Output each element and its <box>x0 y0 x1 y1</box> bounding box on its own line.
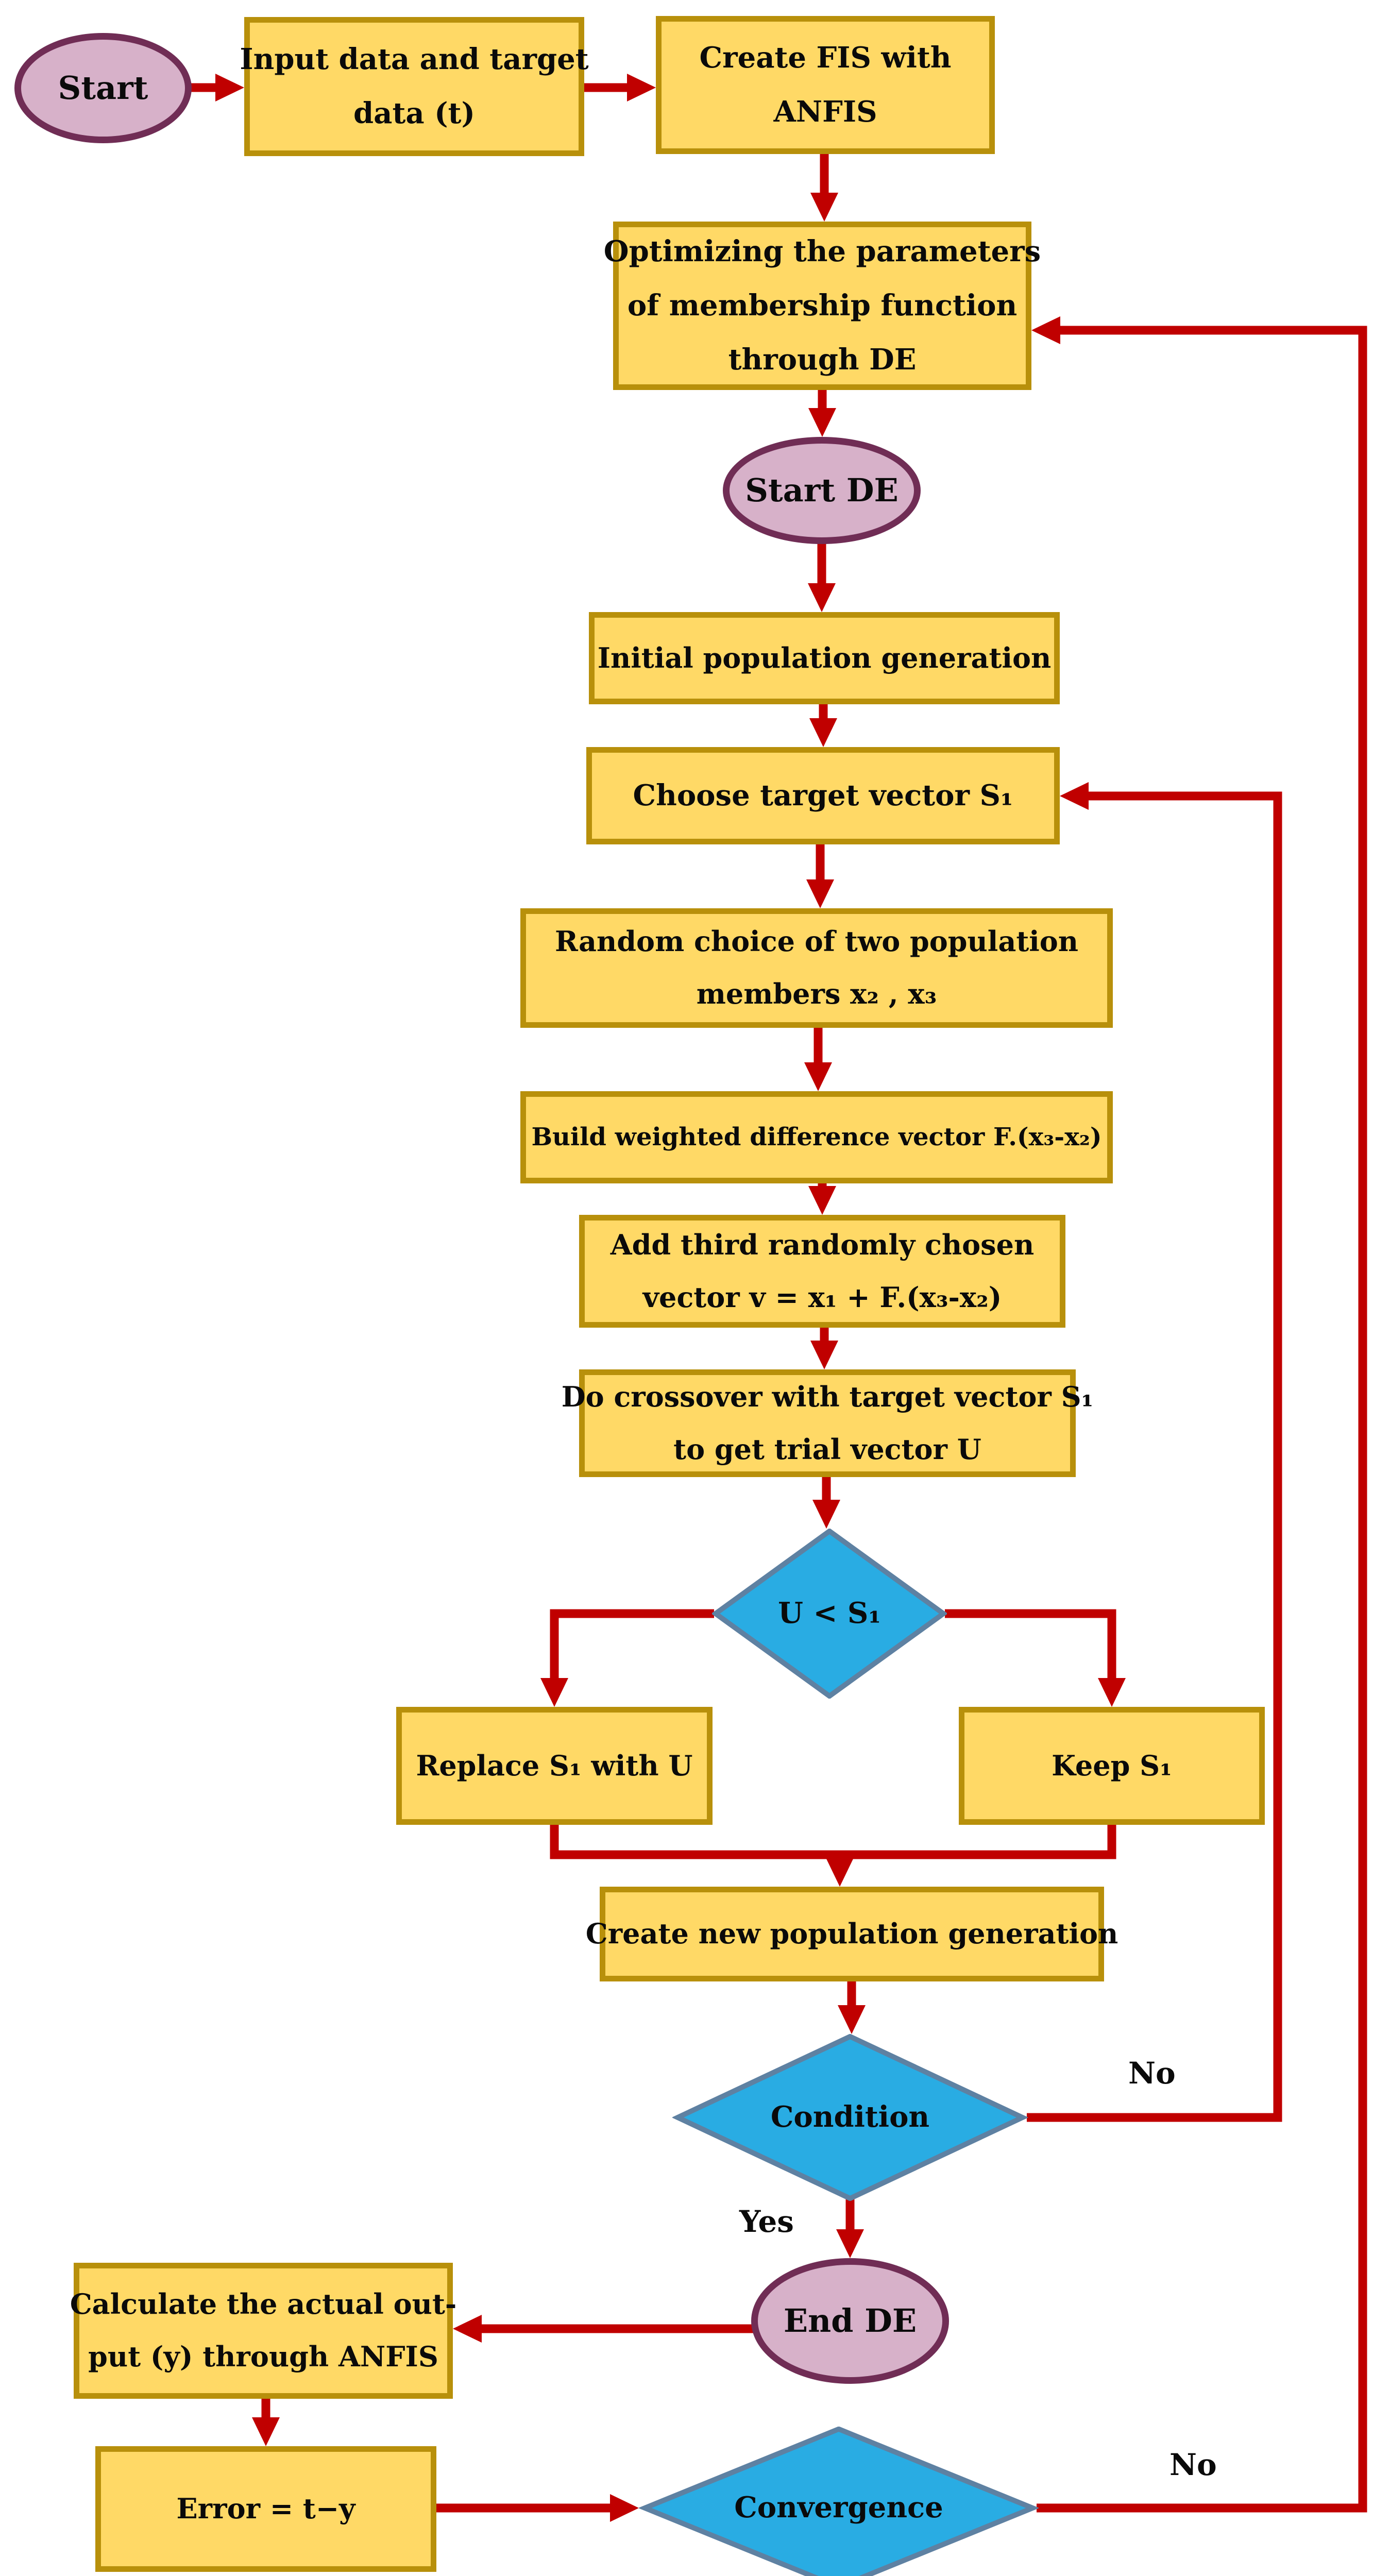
calc-output-line1: Calculate the actual out- <box>70 2287 457 2321</box>
node-create-fis-process: Create FIS with ANFIS <box>656 16 995 154</box>
init-pop-label: Initial population generation <box>597 641 1052 674</box>
arrow-udiamond-to-keep <box>945 1609 1126 1707</box>
node-choose-target-process: Choose target vector S₁ <box>586 747 1060 844</box>
arrow-condition-no-loop <box>1027 782 1282 2122</box>
optimize-line3: through DE <box>728 343 917 377</box>
node-start-de-label: Start DE <box>745 471 899 509</box>
node-error-process: Error = t−y <box>95 2446 436 2572</box>
node-start-label: Start <box>58 69 148 107</box>
arrow-udiamond-to-replace <box>540 1609 714 1707</box>
add-third-line1: Add third randomly chosen <box>610 1228 1035 1261</box>
node-crossover-process: Do crossover with target vector S₁ to ge… <box>562 1369 1093 1477</box>
node-input-data-process: Input data and target data (t) <box>240 17 589 156</box>
u-lt-s1-label: U < S₁ <box>778 1596 881 1631</box>
node-build-diff-process: Build weighted difference vector F.(x₃-x… <box>520 1091 1113 1183</box>
node-u-lt-s1-decision: U < S₁ <box>712 1529 947 1699</box>
convergence-label: Convergence <box>734 2490 943 2525</box>
label-condition-no: No <box>1128 2056 1176 2091</box>
optimize-line1: Optimizing the parameters <box>603 234 1041 268</box>
node-add-third-process: Add third randomly chosen vector v = x₁ … <box>579 1215 1065 1328</box>
crossover-line1: Do crossover with target vector S₁ <box>561 1380 1094 1413</box>
node-random-choice-process: Random choice of two population members … <box>520 908 1113 1028</box>
node-start-terminal: Start <box>14 33 192 143</box>
input-data-line2: data (t) <box>353 96 475 130</box>
diamond-shape <box>639 2427 1039 2576</box>
node-keep-s1-process: Keep S₁ <box>959 1707 1265 1825</box>
node-replace-s1-process: Replace S₁ with U <box>396 1707 713 1825</box>
replace-s1-label: Replace S₁ with U <box>416 1749 693 1782</box>
create-fis-line1: Create FIS with <box>699 40 952 75</box>
diamond-shape <box>712 1529 947 1699</box>
node-convergence-decision: Convergence <box>639 2427 1039 2576</box>
input-data-line1: Input data and target <box>240 42 589 76</box>
condition-label: Condition <box>770 2100 930 2134</box>
crossover-line2: to get trial vector U <box>673 1432 981 1466</box>
diamond-shape <box>672 2034 1028 2201</box>
random-choice-line2: members x₂ , x₃ <box>696 977 937 1010</box>
new-pop-label: Create new population generation <box>585 1917 1118 1951</box>
add-third-line2: vector v = x₁ + F.(x₃-x₂) <box>642 1280 1002 1314</box>
label-convergence-no: No <box>1169 2447 1217 2482</box>
node-calc-output-process: Calculate the actual out- put (y) throug… <box>70 2263 456 2399</box>
node-init-pop-process: Initial population generation <box>589 612 1060 704</box>
calc-output-line2: put (y) through ANFIS <box>88 2340 438 2373</box>
error-label: Error = t−y <box>176 2492 355 2526</box>
node-condition-decision: Condition <box>672 2034 1028 2201</box>
node-new-pop-process: Create new population generation <box>586 1887 1118 1981</box>
node-end-de-terminal: End DE <box>751 2258 949 2384</box>
connector-merge-line <box>550 1823 1116 1859</box>
node-end-de-label: End DE <box>783 2301 917 2340</box>
arrow-convergence-no-loop <box>1031 316 1367 2513</box>
optimize-line2: of membership function <box>627 288 1018 323</box>
random-choice-line1: Random choice of two population <box>554 925 1079 958</box>
label-condition-yes: Yes <box>739 2204 794 2239</box>
node-start-de-terminal: Start DE <box>723 437 921 544</box>
create-fis-line2: ANFIS <box>773 95 877 129</box>
node-optimize-process: Optimizing the parameters of membership … <box>604 222 1041 390</box>
build-diff-label: Build weighted difference vector F.(x₃-x… <box>531 1123 1102 1152</box>
choose-target-label: Choose target vector S₁ <box>633 778 1013 812</box>
keep-s1-label: Keep S₁ <box>1052 1749 1172 1782</box>
